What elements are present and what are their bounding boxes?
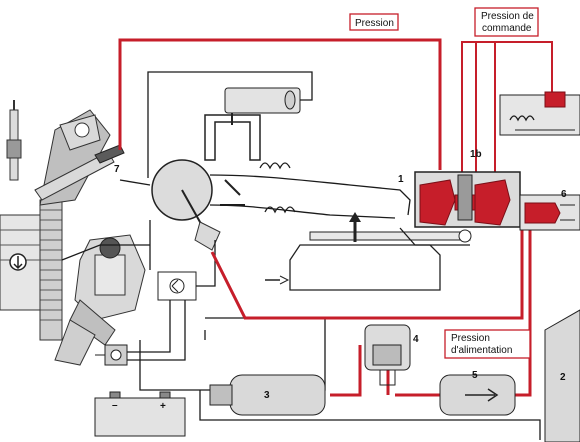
- svg-text:–: –: [112, 400, 118, 411]
- callout-1b: 1b: [470, 149, 482, 160]
- callout-5: 5: [472, 370, 478, 381]
- engine-block: [0, 199, 63, 341]
- label-pression-commande-line1: Pression de: [481, 11, 534, 22]
- label-pression-commande-line2: commande: [482, 23, 532, 34]
- label-pression-text: Pression: [355, 18, 394, 29]
- callout-6: 6: [561, 189, 567, 200]
- label-pression: Pression: [349, 13, 399, 31]
- ignition-switch: [95, 344, 128, 366]
- label-pression-alimentation-line2: d'alimentation: [451, 345, 512, 356]
- battery: – +: [94, 391, 186, 437]
- label-pression-alimentation-line1: Pression: [451, 333, 490, 344]
- spark-plug: [6, 100, 22, 181]
- callout-4: 4: [413, 334, 419, 345]
- return-lines: [199, 390, 541, 440]
- callout-3: 3: [264, 390, 270, 401]
- svg-text:+: +: [160, 401, 166, 412]
- aux-air-valve: [147, 71, 313, 178]
- label-pression-alimentation: Pression d'alimentation: [444, 329, 531, 359]
- fuel-pump: [209, 374, 326, 416]
- accumulator: [364, 324, 411, 386]
- callout-2: 2: [560, 372, 566, 383]
- sensor-plate-lever: [265, 212, 472, 291]
- distributor: [54, 234, 146, 366]
- warmup-regulator: [499, 91, 580, 136]
- injector: [34, 144, 125, 201]
- fuel-lines: [118, 38, 553, 397]
- fuel-filter: [439, 374, 516, 416]
- label-pression-commande: Pression de commande: [474, 7, 539, 37]
- fuel-distributor: [414, 171, 521, 228]
- control-regulator: [519, 194, 580, 231]
- intake-manifold: [209, 162, 411, 219]
- callout-7: 7: [114, 164, 120, 175]
- fuel-tank: [544, 309, 580, 442]
- air-sensor: [151, 159, 221, 251]
- callout-1: 1: [398, 174, 404, 185]
